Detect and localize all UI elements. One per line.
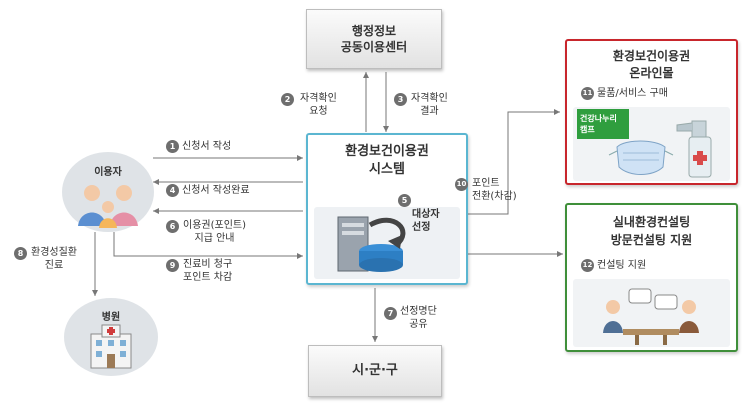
step-11-text: 물품/서비스 구매 [597, 88, 668, 99]
server-database-icon [337, 216, 406, 272]
consulting-image-panel [573, 279, 730, 347]
admin-center-line1: 행정정보 [351, 24, 397, 38]
system-line1: 환경보건이용권 [345, 144, 429, 159]
consulting-line1: 실내환경컨설팅 [612, 215, 691, 229]
step-11-number: 11 [581, 87, 594, 100]
step-2-text: 자격확인 요청 [300, 93, 337, 117]
step-10-text: 포인트 전환(차감) [472, 178, 517, 202]
family-icon [78, 185, 138, 228]
step-9-text: 진료비 청구 포인트 차감 [183, 259, 233, 283]
local-gov-label: 시·군·구 [352, 363, 398, 378]
mask-and-sanitizer-icon [608, 120, 712, 178]
mall-line1: 환경보건이용권 [612, 49, 691, 63]
step-12-number: 12 [581, 259, 594, 272]
camp-badge: 건강나누리 캠프 [577, 109, 629, 139]
step-1-text: 신청서 작성 [182, 141, 232, 152]
step-7-number: 7 [384, 307, 397, 320]
step-7-text: 선정명단 공유 [400, 306, 437, 330]
mall-line2: 온라인몰 [629, 66, 674, 80]
consultation-people-icon [603, 288, 699, 345]
step-9-number: 9 [166, 259, 179, 272]
arrow-mall [468, 109, 560, 215]
step-1-number: 1 [166, 140, 179, 153]
step-2-number: 2 [281, 93, 294, 106]
consulting-line2: 방문컨설팅 지원 [610, 233, 693, 247]
step-8-number: 8 [14, 247, 27, 260]
system-image-panel [314, 207, 460, 279]
step-6-text: 이용권(포인트) 지급 안내 [183, 220, 247, 244]
user-label: 이용자 [94, 167, 122, 178]
admin-center-box: 행정정보 공동이용센터 [306, 9, 442, 69]
hospital-building-icon [90, 324, 132, 369]
hospital-node: 병원 [64, 298, 158, 376]
mall-image-panel: 건강나누리 캠프 [573, 107, 730, 181]
admin-center-line2: 공동이용센터 [340, 40, 408, 54]
step-4-text: 신청서 작성완료 [182, 185, 250, 196]
step-5-number: 5 [398, 194, 411, 207]
step-6-number: 6 [166, 220, 179, 233]
step-4-number: 4 [166, 184, 179, 197]
local-gov-box: 시·군·구 [308, 345, 442, 397]
arrow-claim [113, 232, 303, 259]
step-10-number: 10 [455, 178, 468, 191]
user-node: 이용자 [62, 152, 154, 232]
step-12-text: 컨설팅 지원 [597, 260, 647, 271]
system-box: 환경보건이용권 시스템 [306, 133, 468, 285]
step-3-text: 자격확인 결과 [411, 93, 448, 117]
step-8-text: 환경성질환 진료 [31, 247, 77, 271]
step-3-number: 3 [394, 93, 407, 106]
system-line2: 시스템 [369, 162, 405, 177]
hospital-label: 병원 [101, 312, 121, 323]
step-5-text: 대상자 선정 [412, 209, 440, 233]
